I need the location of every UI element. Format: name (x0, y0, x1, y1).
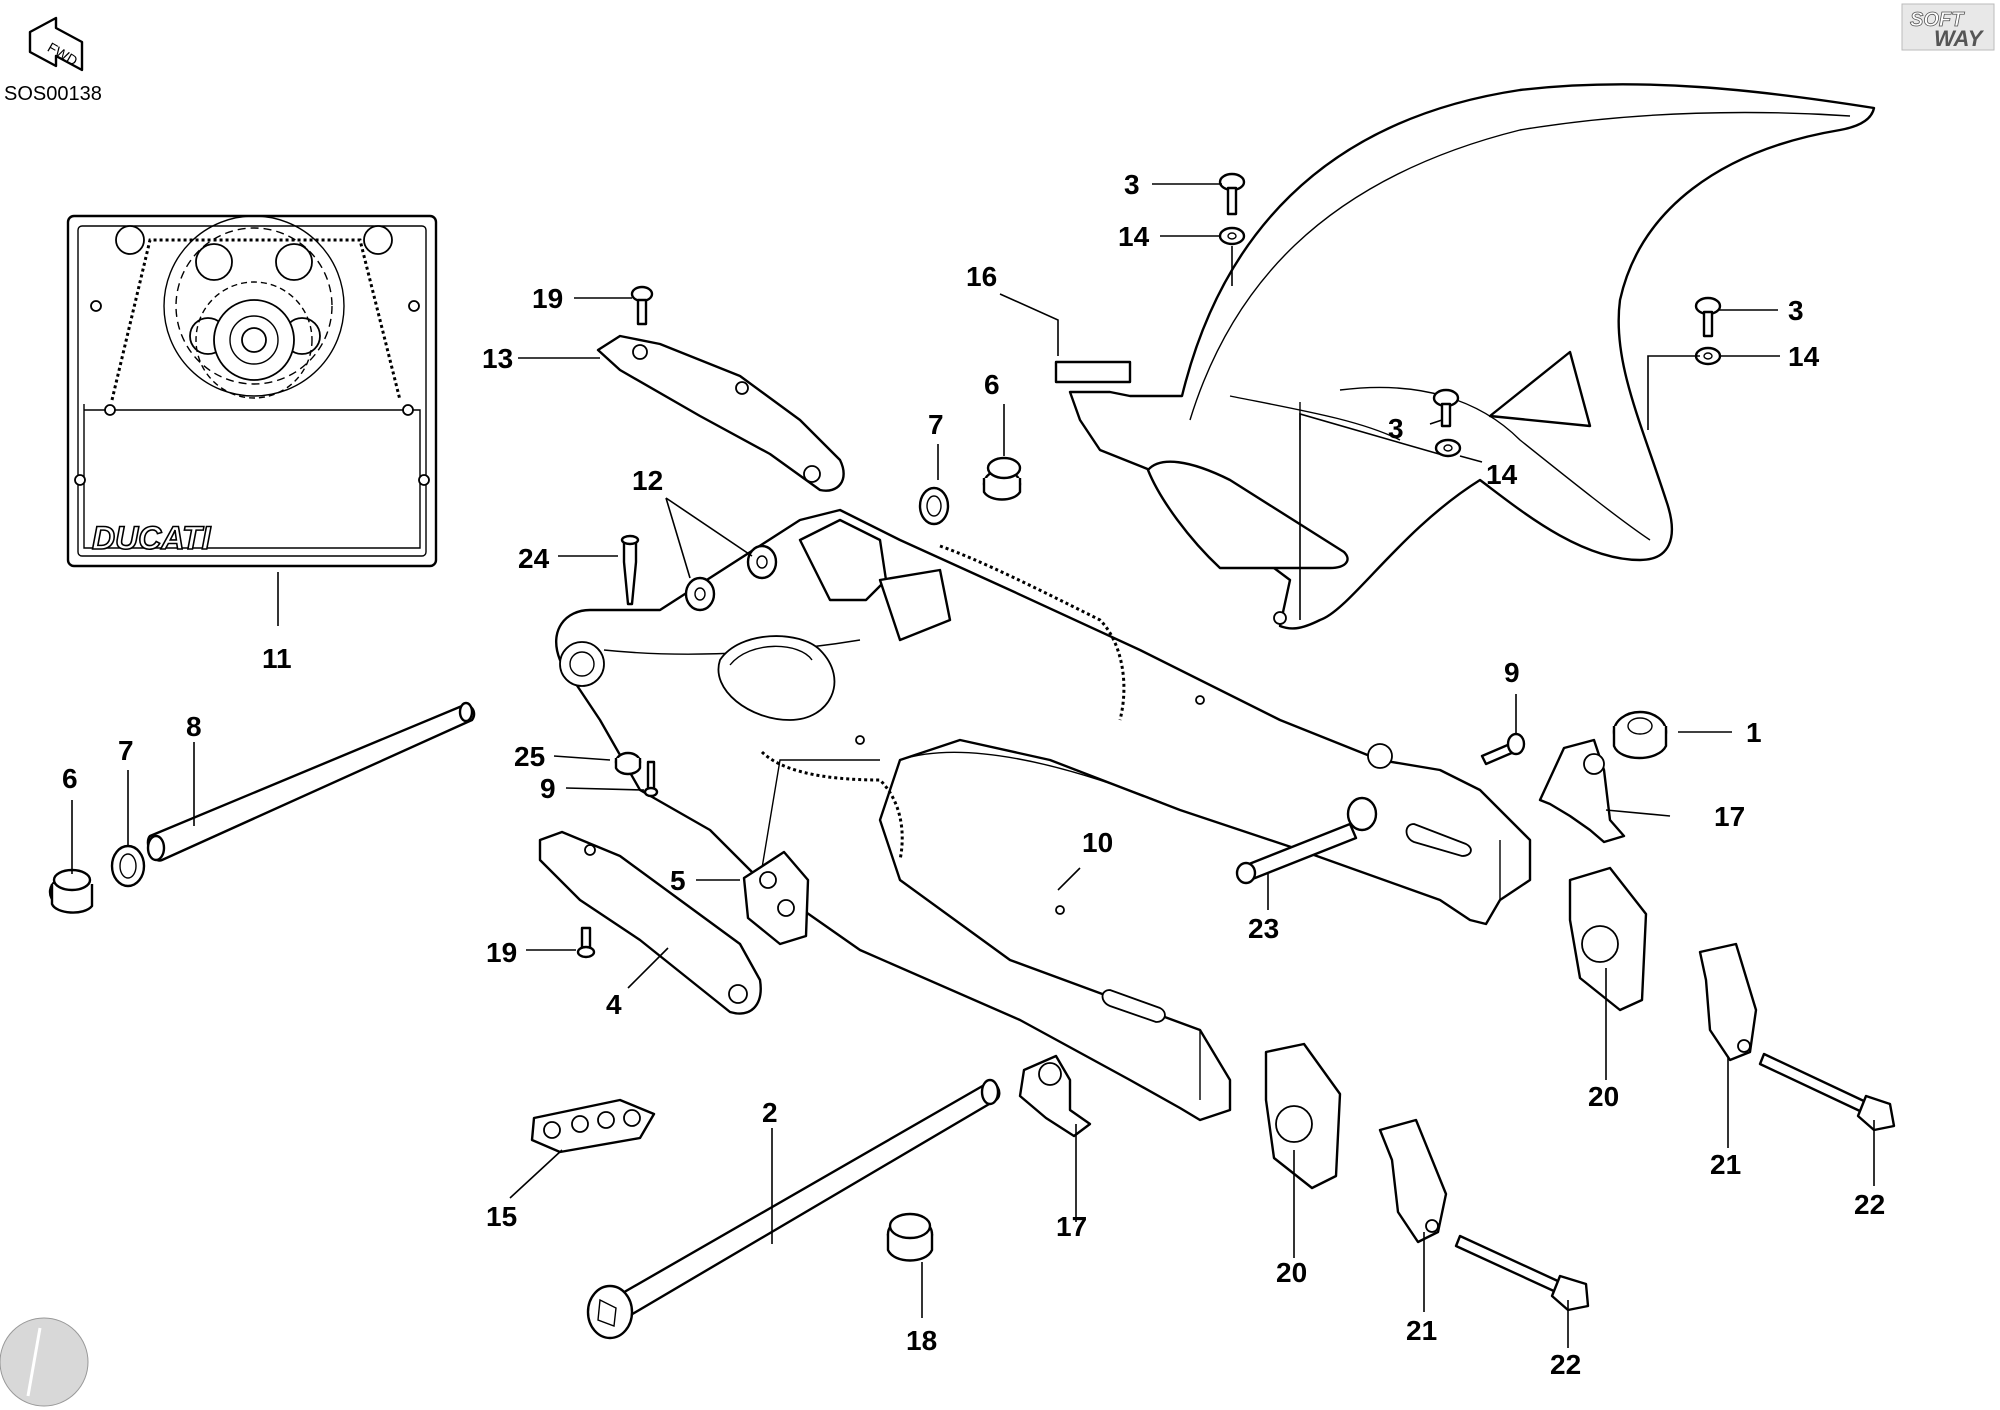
callout-10: 10 (1082, 827, 1113, 858)
callout-20: 20 (1276, 1257, 1307, 1288)
part-10-swingarm (555, 508, 1532, 1122)
callout-19: 19 (532, 283, 563, 314)
part-5-pad (742, 850, 810, 946)
part-1-nut (1612, 710, 1668, 760)
callout-6: 6 (62, 763, 78, 794)
part-9-left-screw (643, 760, 659, 798)
part-3-screw-b (1694, 296, 1722, 338)
part-6-top-cap (982, 456, 1022, 501)
brand-logo-line2: WAY (1934, 26, 1985, 51)
callout-13: 13 (482, 343, 513, 374)
callout-labels: 3 14 16 3 14 3 14 19 13 6 7 12 24 11 8 6… (62, 169, 1885, 1380)
part-19-lower-screw (576, 926, 596, 959)
part-3-screw-c (1432, 388, 1460, 428)
callout-24: 24 (518, 543, 550, 574)
part-4-lower-chain-guide (538, 830, 762, 1015)
part-20-adjuster-block-right (1568, 866, 1648, 1012)
callout-17: 17 (1056, 1211, 1087, 1242)
part-22-bolt-lower (1454, 1234, 1590, 1312)
part-12-washers (684, 544, 778, 612)
ducati-logo-text: DUCATI (92, 520, 212, 556)
callout-20: 20 (1588, 1081, 1619, 1112)
part-16-rear-hugger (1054, 83, 1876, 630)
part-3-screw-a (1218, 172, 1246, 216)
part-24-bolt (620, 534, 640, 606)
callout-23: 23 (1248, 913, 1279, 944)
part-21-plate-right (1698, 942, 1758, 1062)
callout-16: 16 (966, 261, 997, 292)
brand-logo-line1: SOFT (1910, 9, 1965, 31)
part-21-plate-lower (1378, 1118, 1448, 1244)
part-19-upper-screw (630, 285, 654, 326)
part-7-left-spacer (110, 844, 146, 888)
callout-12: 12 (632, 465, 663, 496)
callout-15: 15 (486, 1201, 517, 1232)
callout-14: 14 (1486, 459, 1518, 490)
callout-22: 22 (1550, 1349, 1581, 1380)
callout-7: 7 (928, 409, 944, 440)
part-7-top-spacer (918, 486, 950, 526)
callout-14: 14 (1788, 341, 1820, 372)
callout-3: 3 (1124, 169, 1140, 200)
callout-17: 17 (1714, 801, 1745, 832)
callout-18: 18 (906, 1325, 937, 1356)
leader-lines (71, 183, 1875, 1348)
part-15-chain-link (530, 1098, 656, 1154)
callout-3: 3 (1388, 413, 1404, 444)
fwd-arrow-icon: FWD (28, 16, 84, 72)
part-6-left-cap (48, 868, 94, 914)
callout-5: 5 (670, 865, 686, 896)
callout-1: 1 (1746, 717, 1762, 748)
callout-9: 9 (1504, 657, 1520, 688)
callout-2: 2 (762, 1097, 778, 1128)
callout-21: 21 (1710, 1149, 1741, 1180)
part-2-rear-axle (586, 1078, 1001, 1340)
part-14-washer-c (1434, 438, 1462, 458)
part-9-right-screw (1480, 732, 1526, 766)
part-22-bolt-right (1758, 1052, 1896, 1132)
part-23-adjuster (1235, 796, 1378, 885)
part-17-bracket-lower (1018, 1054, 1092, 1138)
part-25-nut (614, 751, 642, 776)
document-id: SOS00138 (4, 83, 102, 105)
part-17-bracket-right (1538, 738, 1626, 844)
callout-4: 4 (606, 989, 622, 1020)
callout-8: 8 (186, 711, 202, 742)
callout-22: 22 (1854, 1189, 1885, 1220)
callout-7: 7 (118, 735, 134, 766)
part-13-upper-chain-guide (596, 334, 845, 492)
part-14-washer-a (1218, 226, 1246, 246)
part-8-pivot-shaft (146, 701, 476, 862)
callout-25: 25 (514, 741, 545, 772)
callout-21: 21 (1406, 1315, 1437, 1346)
corner-disc-icon (0, 1317, 89, 1407)
callout-14: 14 (1118, 221, 1150, 252)
callout-19: 19 (486, 937, 517, 968)
callout-9: 9 (540, 773, 556, 804)
callout-3: 3 (1788, 295, 1804, 326)
callout-6: 6 (984, 369, 1000, 400)
callout-11: 11 (262, 643, 292, 674)
brand-logo: SOFT WAY (1901, 3, 1995, 51)
part-18-cap (886, 1212, 934, 1262)
part-11-sprocket-cover: DUCATI (66, 214, 438, 568)
part-20-adjuster-block-lower (1264, 1042, 1342, 1190)
